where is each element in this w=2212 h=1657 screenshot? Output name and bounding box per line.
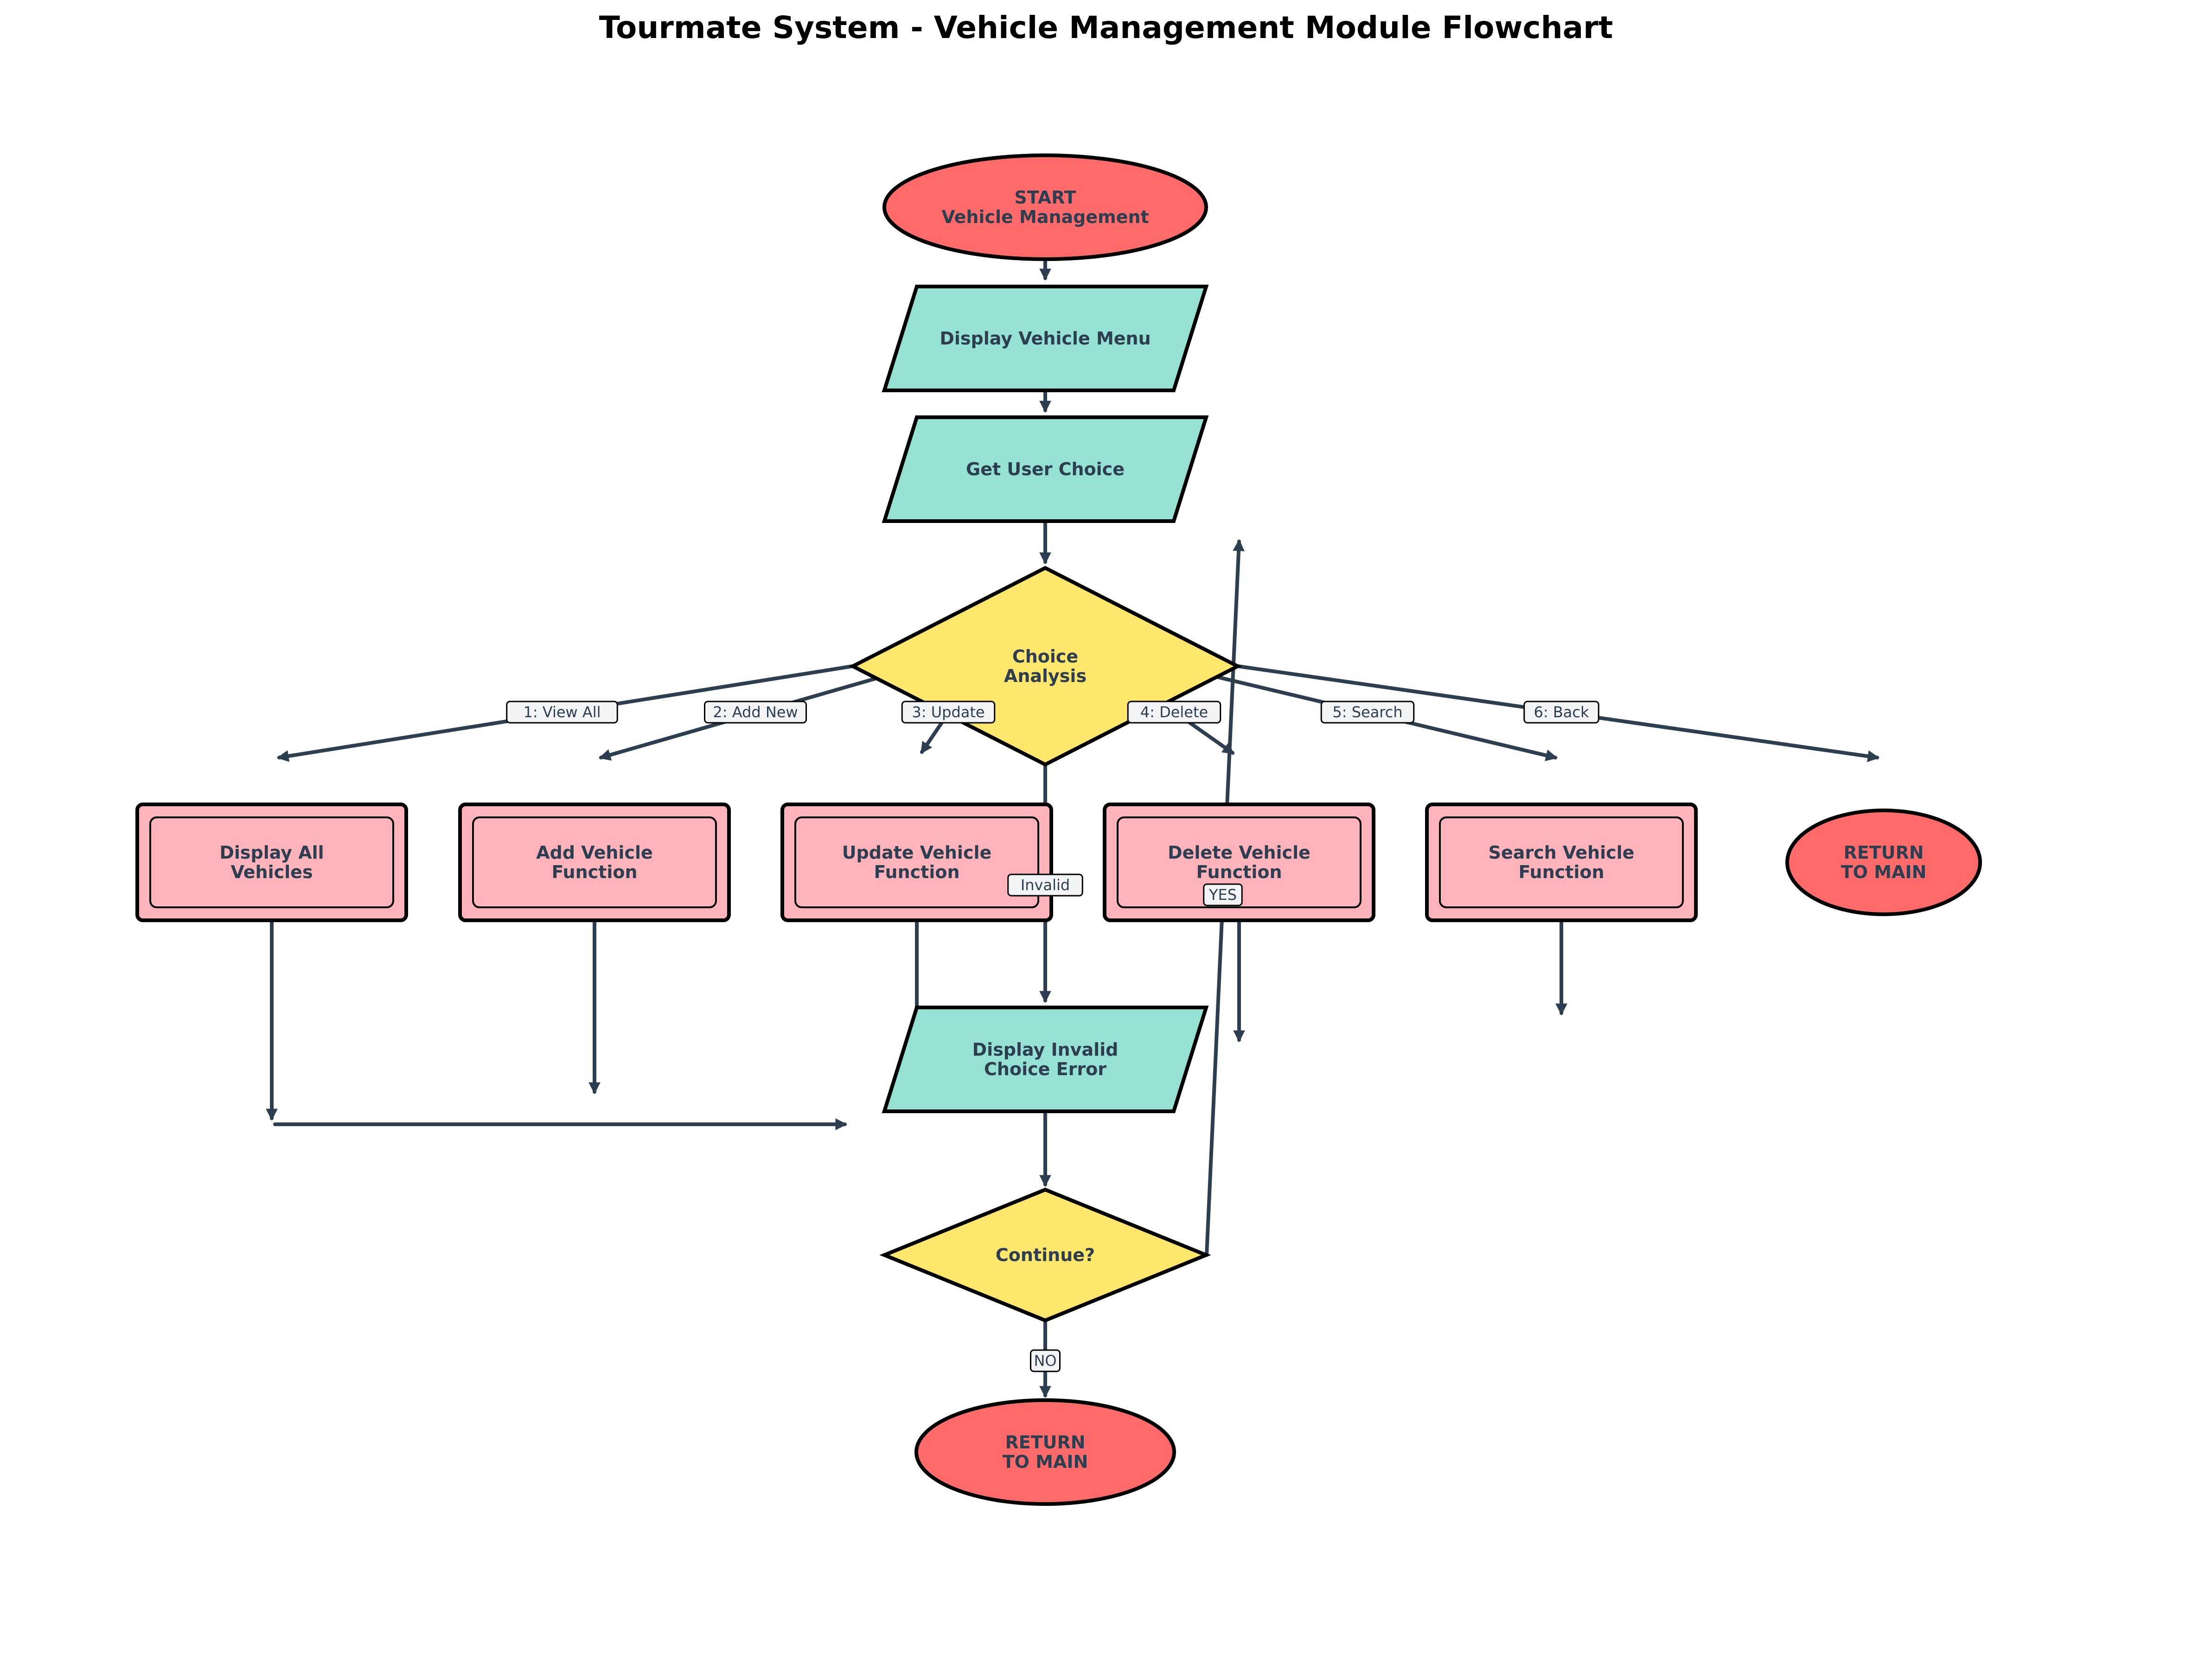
edge-label-text: 1: View All bbox=[523, 703, 601, 721]
edge-label-yes: YES bbox=[1203, 883, 1243, 906]
node-get-choice: Get User Choice bbox=[882, 415, 1209, 523]
node-label-line: Add Vehicle bbox=[536, 842, 653, 863]
node-label-line: Display All bbox=[219, 842, 324, 863]
terminal-ellipse bbox=[1785, 809, 1982, 916]
node-label-line: RETURN bbox=[1005, 1432, 1085, 1453]
edge-label-text: 3: Update bbox=[912, 703, 985, 721]
edge-label-box bbox=[506, 701, 618, 724]
terminal-ellipse bbox=[882, 153, 1208, 261]
process-box bbox=[1425, 803, 1698, 922]
node-label-line: Function bbox=[1196, 862, 1282, 882]
process-box-inner bbox=[1439, 816, 1684, 908]
node-label-line: TO MAIN bbox=[1841, 862, 1927, 882]
edge-label-view-all: 1: View All bbox=[506, 701, 618, 724]
edge-label-box bbox=[1030, 1349, 1061, 1372]
edge-label-search: 5: Search bbox=[1320, 701, 1415, 724]
edge-label-text: 5: Search bbox=[1332, 703, 1402, 721]
edge-label-box bbox=[704, 701, 807, 724]
process-box-inner bbox=[1117, 816, 1362, 908]
edge-label-box bbox=[1007, 873, 1083, 897]
process-box-inner bbox=[794, 816, 1039, 908]
node-label-line: Vehicle Management bbox=[941, 207, 1149, 227]
node-label-line: Delete Vehicle bbox=[1168, 842, 1311, 863]
node-display-menu: Display Vehicle Menu bbox=[882, 285, 1209, 392]
io-parallelogram bbox=[882, 285, 1209, 392]
edge-label-box bbox=[1320, 701, 1415, 724]
node-label-line: Function bbox=[874, 862, 959, 882]
edge-label-text: 4: Delete bbox=[1140, 703, 1208, 721]
edge-label-delete: 4: Delete bbox=[1127, 701, 1221, 724]
node-label-line: TO MAIN bbox=[1003, 1452, 1088, 1472]
node-label-line: Choice Error bbox=[984, 1059, 1106, 1079]
node-label-line: Continue? bbox=[996, 1245, 1095, 1265]
edge-label-box bbox=[1127, 701, 1221, 724]
node-label-line: Update Vehicle bbox=[842, 842, 992, 863]
edge-label-text: NO bbox=[1034, 1352, 1056, 1370]
process-box-inner bbox=[149, 816, 394, 908]
edge-label-update: 3: Update bbox=[901, 701, 996, 724]
node-label-line: Function bbox=[1518, 862, 1604, 882]
node-label-line: Analysis bbox=[1004, 666, 1087, 686]
node-label-line: Search Vehicle bbox=[1489, 842, 1635, 863]
node-label-line: Choice bbox=[1012, 646, 1078, 667]
node-label-line: Get User Choice bbox=[966, 459, 1125, 479]
io-parallelogram bbox=[882, 1006, 1209, 1113]
process-box bbox=[458, 803, 731, 922]
edge-label-text: Invalid bbox=[1021, 876, 1070, 894]
edge-label-text: 6: Back bbox=[1534, 703, 1589, 721]
io-parallelogram bbox=[882, 415, 1209, 523]
edge-label-box bbox=[1203, 883, 1243, 906]
process-box bbox=[780, 803, 1053, 922]
diagram-title: Tourmate System - Vehicle Management Mod… bbox=[599, 10, 1613, 45]
process-box-inner bbox=[472, 816, 717, 908]
node-label-line: Display Invalid bbox=[972, 1039, 1119, 1060]
edge-label-text: 2: Add New bbox=[713, 703, 798, 721]
edge-label-add-new: 2: Add New bbox=[704, 701, 807, 724]
terminal-ellipse bbox=[914, 1398, 1176, 1506]
edge-label-no: NO bbox=[1030, 1349, 1061, 1372]
process-box bbox=[1103, 803, 1375, 922]
node-label-line: START bbox=[1014, 187, 1076, 208]
edge-label-text: YES bbox=[1208, 886, 1237, 904]
edge-labels-layer: 1: View All 2: Add New 3: Update 4: Delete 5… bbox=[506, 701, 1599, 1372]
node-label-line: Function bbox=[551, 862, 637, 882]
edge-label-back: 6: Back bbox=[1523, 701, 1599, 724]
node-label-line: Display Vehicle Menu bbox=[940, 328, 1151, 349]
edge-label-invalid: Invalid bbox=[1007, 873, 1083, 897]
decision-diamond bbox=[879, 1187, 1211, 1323]
edge-label-box bbox=[1523, 701, 1599, 724]
node-label-line: Vehicles bbox=[230, 862, 313, 882]
process-box bbox=[135, 803, 408, 922]
node-continue: Continue? bbox=[879, 1187, 1211, 1323]
edge-label-box bbox=[901, 701, 996, 724]
node-label-line: RETURN bbox=[1843, 842, 1924, 863]
